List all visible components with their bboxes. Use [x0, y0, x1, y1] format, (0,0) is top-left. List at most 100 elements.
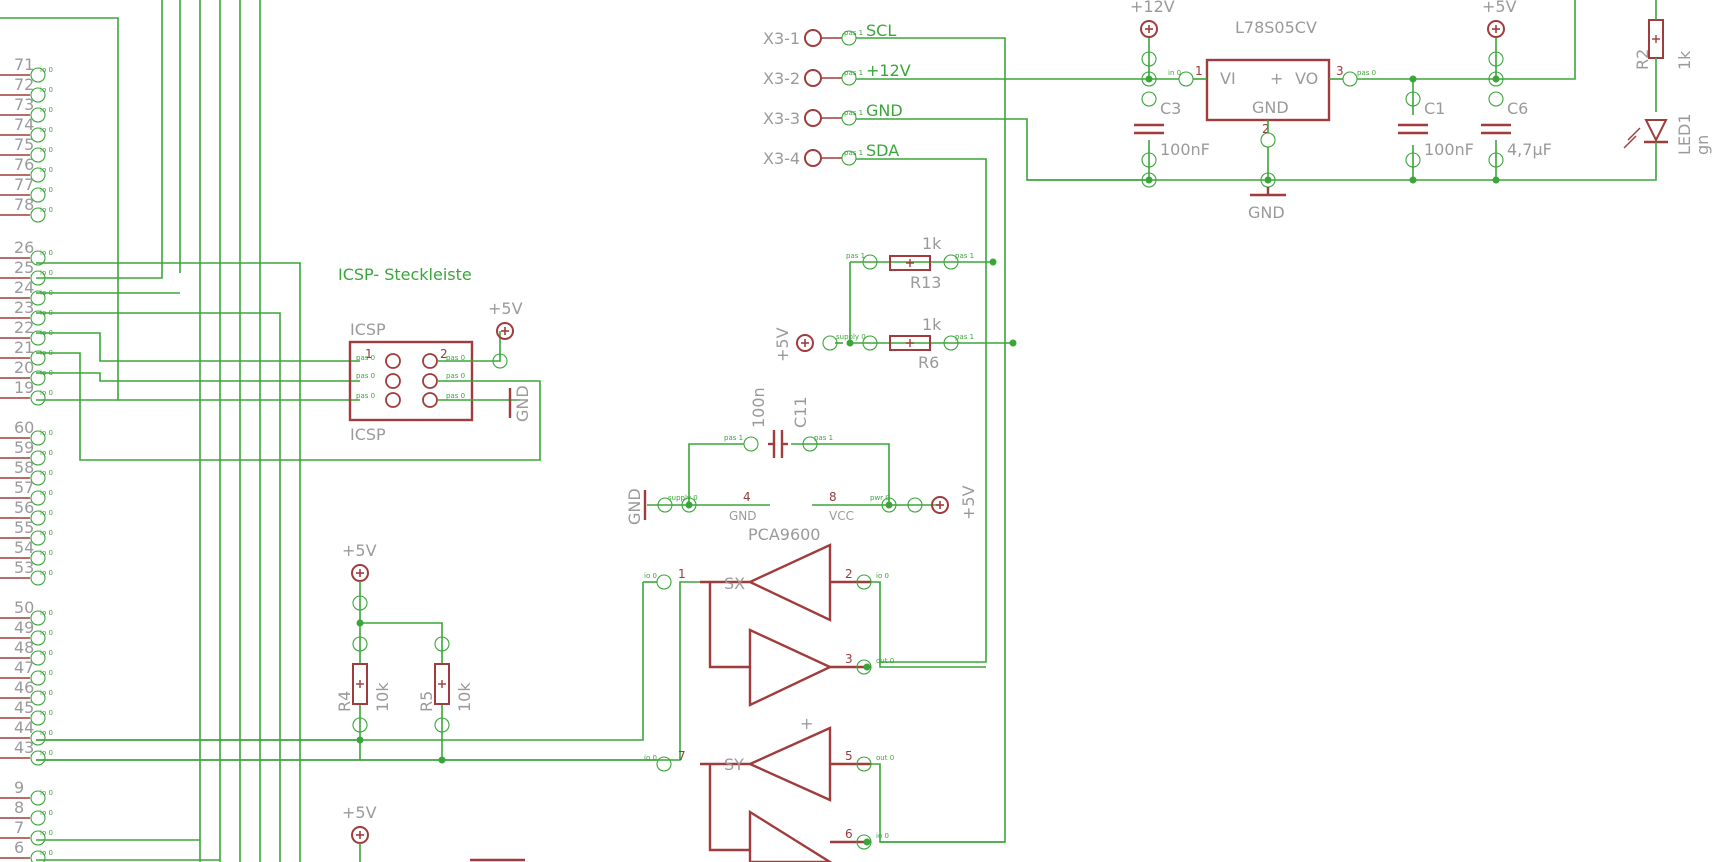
icsp-5v: +5V	[488, 299, 523, 318]
x3-pin-terminal	[841, 70, 857, 86]
connector-pin-type: io 0	[40, 249, 53, 257]
connector-pin-number: 46	[14, 678, 34, 697]
connector-pin-type: io 0	[40, 269, 53, 277]
connector-pin-ring	[30, 530, 46, 546]
icsp-pas-r3: pas 0	[446, 392, 465, 400]
r6-pas-r: pas 1	[955, 333, 974, 341]
pca-out3: out 0	[876, 657, 894, 665]
connector-pin-type: io 0	[40, 669, 53, 677]
connector-pin-ring	[30, 310, 46, 326]
supply-12v-label: +12V	[1130, 0, 1175, 16]
connector-pin-ring	[30, 127, 46, 143]
connector-pin-ring	[30, 630, 46, 646]
connector-pin-ring	[30, 690, 46, 706]
pca-gnd-label: GND	[729, 509, 757, 523]
connector-pin-type: io 0	[40, 529, 53, 537]
connector-pin-ring	[30, 510, 46, 526]
led1-name: LED1	[1675, 113, 1694, 155]
resistor-r2: R2 1k	[1633, 0, 1694, 112]
connector-pin-number: 57	[14, 478, 34, 497]
c3-value: 100nF	[1160, 140, 1210, 159]
connector-pin-ring	[30, 290, 46, 306]
connector-pin-ring	[30, 650, 46, 666]
led1-value: gn	[1693, 135, 1712, 155]
c11-value: 100n	[749, 387, 768, 428]
supply-5v-top-label: +5V	[1482, 0, 1517, 16]
connector-pin-number: 53	[14, 558, 34, 577]
r6-supply: supply 0	[836, 333, 866, 341]
connector-pin-type: io 0	[40, 629, 53, 637]
connector-pin-number: 59	[14, 438, 34, 457]
icsp-pin2: 2	[440, 347, 448, 361]
supply-5v-top: +5V	[1482, 0, 1517, 38]
connector-pin-type: io 0	[40, 86, 53, 94]
r6-supply-label: +5V	[773, 327, 792, 362]
connector-pin-number: 9	[14, 778, 24, 797]
r13-pas-r: pas 1	[955, 252, 974, 260]
connector-pin-number: 54	[14, 538, 34, 557]
connector-pin-ring	[30, 450, 46, 466]
connector-pin-number: 6	[14, 838, 24, 857]
connector-pin-ring	[30, 147, 46, 163]
pca-pwr-label: pwr 0	[870, 494, 890, 502]
r13-value: 1k	[922, 234, 942, 253]
pca-io6: io 0	[876, 832, 889, 840]
connector-pin-number: 75	[14, 135, 34, 154]
connector-pin-number: 7	[14, 818, 24, 837]
reg-pin1: 1	[1195, 64, 1203, 78]
connector-pin-type: io 0	[40, 549, 53, 557]
connector-pin-type: io 0	[40, 509, 53, 517]
connector-pin-ring	[30, 730, 46, 746]
connector-pin-type: io 0	[40, 389, 53, 397]
pca-gnd-symbol: GND	[625, 488, 644, 525]
connector-pin-type: io 0	[40, 749, 53, 757]
x3-pin-type: pas 1	[844, 109, 863, 117]
connector-pin-ring	[30, 490, 46, 506]
c1-name: C1	[1424, 99, 1445, 118]
x3-pin-ring	[804, 69, 822, 87]
connector-pin-number: 47	[14, 658, 34, 677]
connector-pin-type: io 0	[40, 146, 53, 154]
connector-pin-ring	[30, 810, 46, 826]
pca-sx: SX	[724, 574, 745, 593]
pca-io1: io 0	[644, 572, 657, 580]
bus-wires	[0, 0, 700, 862]
connector-pin-type: io 0	[40, 729, 53, 737]
pca-io2: io 0	[876, 572, 889, 580]
reg-vi: VI	[1220, 69, 1236, 88]
reg-in-label: in 0	[1168, 69, 1181, 77]
c11-pas-r: pas 1	[814, 434, 833, 442]
reg-out-label: pas 0	[1357, 69, 1376, 77]
connector-pin-ring	[30, 390, 46, 406]
icsp-name: ICSP	[350, 320, 386, 339]
cap-c6: C6 4,7µF	[1481, 99, 1552, 159]
c1-value: 100nF	[1424, 140, 1474, 159]
connector-pin-number: 50	[14, 598, 34, 617]
connector-pin-number: 49	[14, 618, 34, 637]
cap-c11: 100n C11 pas 1 pas 1	[688, 387, 890, 505]
icsp-pas-r1: pas 0	[446, 354, 465, 362]
reg-name: L78S05CV	[1235, 18, 1317, 37]
x3-pin-label: X3-4	[763, 149, 800, 168]
x3-pin-ring	[804, 149, 822, 167]
connector-pin-type: io 0	[40, 489, 53, 497]
cap-c3: C3 100nF	[1134, 99, 1210, 159]
pca-plus: +	[800, 714, 813, 733]
x3-pin-type: pas 1	[844, 29, 863, 37]
connector-pin-number: 22	[14, 318, 34, 337]
r5-value: 10k	[455, 682, 474, 712]
connector-pin-ring	[30, 330, 46, 346]
pullup-resistors: 1k R13 1k R6 pas 1 pas 1 pas 1 supply 0 …	[773, 234, 1017, 372]
r13-name: R13	[910, 273, 941, 292]
connector-pin-type: io 0	[40, 809, 53, 817]
x3-pin-label: X3-1	[763, 29, 800, 48]
pca-vcc-pin: 8	[829, 490, 837, 504]
connector-pin-number: 73	[14, 95, 34, 114]
icsp-gnd: GND	[513, 385, 532, 422]
connector-pin-number: 45	[14, 698, 34, 717]
icsp-value: ICSP	[350, 425, 386, 444]
cap-c1: C1 100nF	[1398, 99, 1474, 159]
connector-pin-type: io 0	[40, 649, 53, 657]
